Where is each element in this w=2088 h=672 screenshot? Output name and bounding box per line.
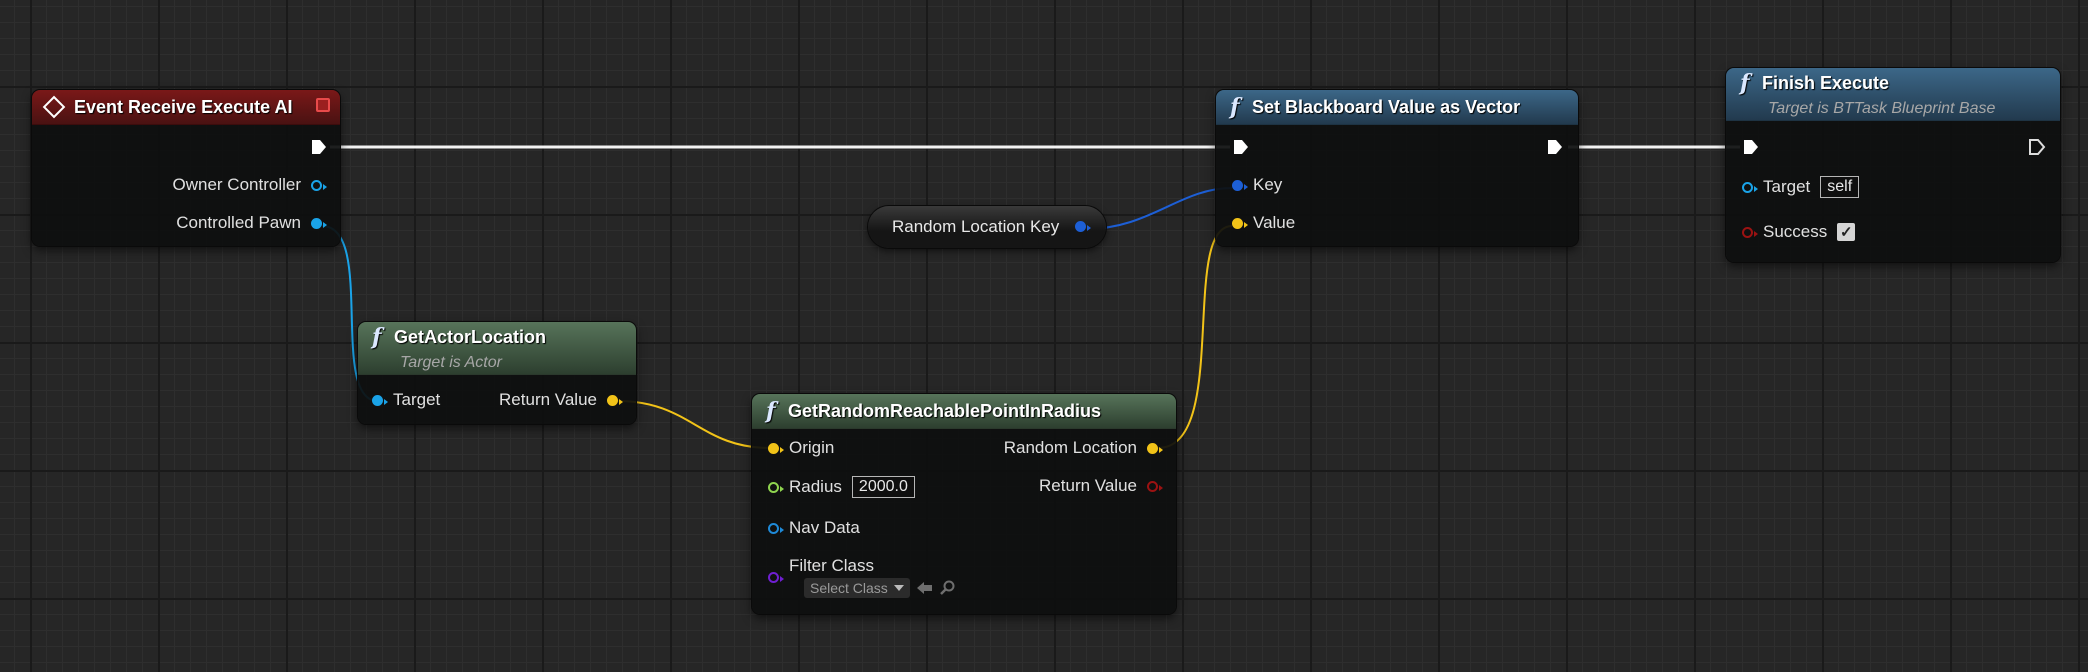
function-icon: f <box>1230 94 1240 120</box>
pin-label: Radius <box>789 477 842 496</box>
pin-row-target: Target self <box>1742 176 1860 198</box>
exec-out-pin[interactable] <box>310 138 328 156</box>
event-diamond-icon <box>42 95 66 119</box>
node-get-actor-location[interactable]: f GetActorLocation Target is Actor Targe… <box>358 322 636 424</box>
exec-in-pin[interactable] <box>1232 138 1250 156</box>
node-header: f GetRandomReachablePointInRadius <box>752 394 1176 429</box>
random-location-pin[interactable] <box>1147 442 1163 454</box>
node-title: GetActorLocation <box>394 326 547 347</box>
node-title: Event Receive Execute AI <box>74 96 293 117</box>
controlled-pawn-pin[interactable] <box>311 217 327 229</box>
target-pin[interactable] <box>372 394 388 406</box>
radius-field[interactable]: 2000.0 <box>851 476 915 498</box>
pin-label: Target <box>1763 177 1811 196</box>
filter-class-select: Select Class <box>804 578 956 598</box>
pin-label: Return Value <box>499 390 597 409</box>
pin-label: Success <box>1763 222 1828 241</box>
pin-label: Nav Data <box>789 518 860 537</box>
pin-row-value: Value <box>1232 213 1295 233</box>
nav-data-pin[interactable] <box>768 522 784 534</box>
target-pin[interactable] <box>1742 181 1758 193</box>
pin-label: Random Location <box>1003 438 1137 457</box>
node-header: f GetActorLocation Target is Actor <box>358 322 636 375</box>
success-checkbox[interactable]: ✓ <box>1837 223 1856 241</box>
function-icon: f <box>766 398 776 424</box>
owner-controller-pin[interactable] <box>311 179 327 191</box>
variable-label: Random Location Key <box>892 217 1060 236</box>
node-header: f Finish Execute Target is BTTask Bluepr… <box>1726 68 2060 121</box>
node-header: f Set Blackboard Value as Vector <box>1216 90 1578 125</box>
search-icon[interactable] <box>939 580 956 596</box>
select-class-label: Select Class <box>810 580 888 596</box>
arrow-left-icon[interactable] <box>916 581 934 595</box>
node-get-random-reachable-point[interactable]: f GetRandomReachablePointInRadius Origin… <box>752 394 1176 614</box>
origin-pin[interactable] <box>768 442 784 454</box>
node-subtitle: Target is Actor <box>400 354 502 371</box>
node-title: Set Blackboard Value as Vector <box>1252 96 1521 117</box>
node-random-location-key[interactable]: Random Location Key <box>868 206 1106 248</box>
return-value-pin[interactable] <box>1147 480 1163 492</box>
random-location-key-pin[interactable] <box>1075 221 1091 232</box>
pin-label: Owner Controller <box>172 175 302 194</box>
node-subtitle: Target is BTTask Blueprint Base <box>1768 100 1996 117</box>
exec-out-pin[interactable] <box>2028 138 2046 156</box>
pin-row-key: Key <box>1232 175 1282 195</box>
pin-label: Target <box>393 390 441 409</box>
value-pin[interactable] <box>1232 217 1248 229</box>
pin-label: Return Value <box>1039 476 1137 495</box>
node-event-receive-execute-ai[interactable]: Event Receive Execute AI Owner Controlle… <box>32 90 340 246</box>
key-pin[interactable] <box>1232 179 1248 191</box>
pin-row-return-value: Return Value <box>1039 476 1163 496</box>
exec-in-pin[interactable] <box>1742 138 1760 156</box>
pin-row-random-location: Random Location <box>1003 438 1163 458</box>
function-icon: f <box>372 324 382 350</box>
pin-row-return-value: Return Value <box>499 390 623 410</box>
pin-row-owner-controller: Owner Controller <box>172 175 327 195</box>
wire-location-to-origin <box>617 400 771 449</box>
stop-square-icon <box>316 98 330 112</box>
select-class-dropdown[interactable]: Select Class <box>804 578 910 598</box>
pin-row-radius: Radius 2000.0 <box>768 476 915 498</box>
node-title: Finish Execute <box>1762 72 1890 93</box>
node-set-blackboard-value[interactable]: f Set Blackboard Value as Vector Key Val… <box>1216 90 1578 246</box>
filter-class-label-row: Filter Class <box>768 556 956 576</box>
pin-label: Key <box>1253 175 1283 194</box>
pin-label: Filter Class <box>789 556 875 575</box>
pin-row-target: Target <box>372 390 440 410</box>
node-title: GetRandomReachablePointInRadius <box>788 400 1102 421</box>
target-self-field[interactable]: self <box>1820 176 1860 198</box>
radius-pin[interactable] <box>768 481 784 493</box>
pin-label: Origin <box>789 438 835 457</box>
pin-row-origin: Origin <box>768 438 834 458</box>
return-value-pin[interactable] <box>607 394 623 406</box>
pin-row-success: Success ✓ <box>1742 222 1856 242</box>
pin-row-filter-class: Filter Class Select Class <box>768 556 956 598</box>
function-icon: f <box>1740 70 1750 96</box>
node-header: Event Receive Execute AI <box>32 90 340 125</box>
pin-label: Value <box>1253 213 1296 232</box>
filter-class-pin[interactable] <box>768 572 784 583</box>
node-finish-execute[interactable]: f Finish Execute Target is BTTask Bluepr… <box>1726 68 2060 262</box>
pin-label: Controlled Pawn <box>176 213 301 232</box>
success-pin[interactable] <box>1742 226 1758 238</box>
wire-key <box>1085 187 1233 230</box>
pin-row-controlled-pawn: Controlled Pawn <box>176 213 327 233</box>
chevron-down-icon <box>893 585 904 591</box>
pin-row-nav-data: Nav Data <box>768 518 860 538</box>
exec-out-pin[interactable] <box>1546 138 1564 156</box>
